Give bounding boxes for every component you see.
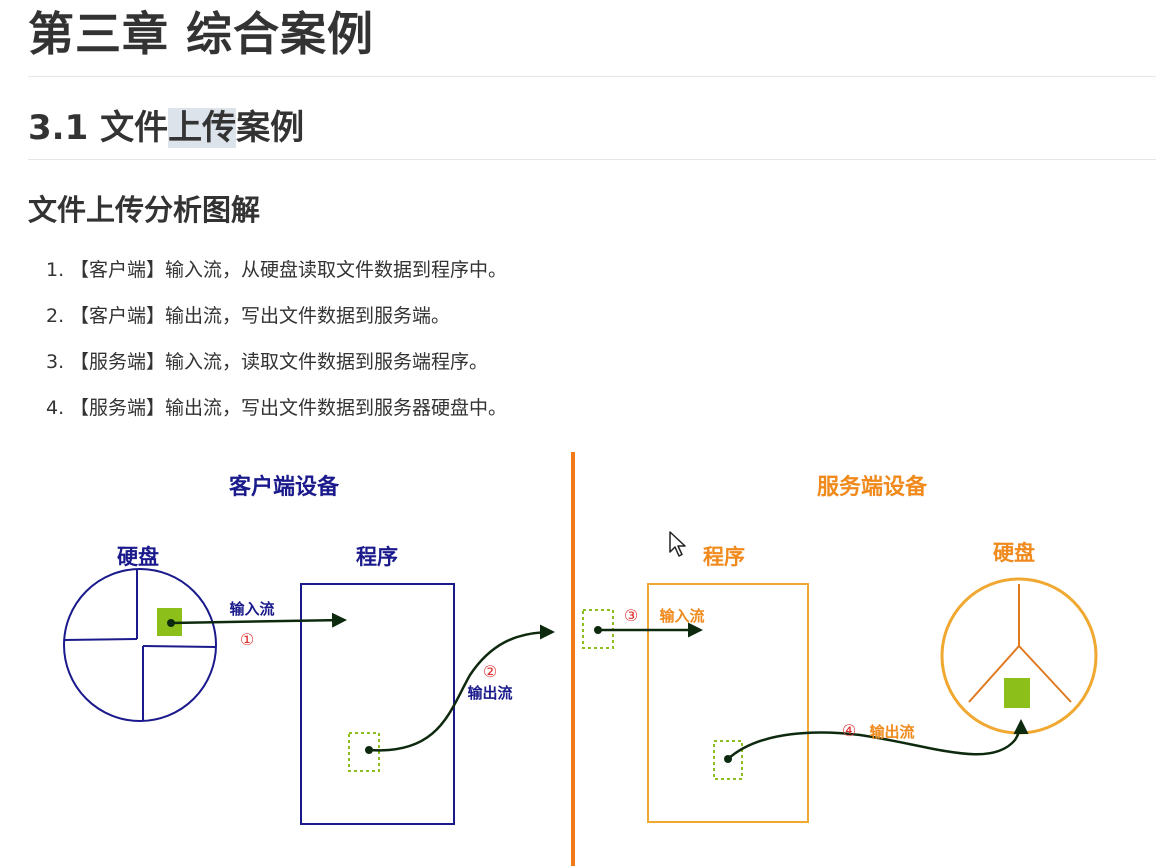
client-disk-label: 硬盘 [117,545,159,569]
upload-diagram: 客户端设备 服务端设备 硬盘 程序 输入流 ① ② 输出流 程序 ③ 输入流 [63,452,1098,866]
subsection-title: 文件上传分析图解 [28,193,261,227]
client-program-file-slot [348,732,380,772]
flow3-marker: ③ [624,606,638,625]
client-program-label: 程序 [356,545,398,569]
server-program-box [647,583,809,823]
flow3-label: 输入流 [659,607,704,625]
step-number: 4. [46,397,65,419]
client-disk-sector-line [142,645,217,648]
section-title-pre: 文件 [100,108,169,148]
flow4-marker: ④ [842,721,856,740]
flow2-label: 输出流 [467,684,512,702]
step-text: 【服务端】输出流，写出文件数据到服务器硬盘中。 [70,397,508,419]
step-number: 3. [46,351,65,373]
section-title-highlight: 上传 [168,108,237,148]
server-disk-label: 硬盘 [993,541,1035,565]
client-disk-sector-line [63,638,138,641]
section-divider [28,159,1156,160]
step-item: 3.【服务端】输入流，读取文件数据到服务端程序。 [46,342,488,382]
step-item: 4.【服务端】输出流，写出文件数据到服务器硬盘中。 [46,388,507,428]
flow2-arrow [368,624,555,752]
section-number: 3.1 [28,108,89,148]
section-title-post: 案例 [236,108,305,148]
server-disk-sector-line [968,645,1020,703]
server-disk-file [1004,678,1030,708]
step-item: 2.【客户端】输出流，写出文件数据到服务端。 [46,296,450,336]
flow4-label: 输出流 [869,723,914,741]
chapter-title: 第三章 综合案例 [28,7,375,61]
flow1-arrow [170,612,347,628]
step-number: 2. [46,305,65,327]
flow2-marker: ② [483,662,497,681]
flow1-label: 输入流 [229,600,274,618]
step-number: 1. [46,259,65,281]
client-device-title: 客户端设备 [229,474,340,500]
client-disk [63,568,217,722]
step-text: 【客户端】输入流，从硬盘读取文件数据到程序中。 [70,259,508,281]
heading-divider [28,76,1156,77]
cursor-pointer-icon [669,531,686,557]
step-item: 1.【客户端】输入流，从硬盘读取文件数据到程序中。 [46,250,507,290]
section-title: 3.1 文件上传案例 [28,102,304,154]
server-program-file-slot [713,740,743,780]
flow1-marker: ① [240,630,254,649]
server-disk-sector-line [1018,645,1072,703]
step-text: 【客户端】输出流，写出文件数据到服务端。 [70,305,451,327]
flow4-arrow [727,719,1029,760]
step-text: 【服务端】输入流，读取文件数据到服务端程序。 [70,351,489,373]
server-program-label: 程序 [703,545,745,569]
server-device-title: 服务端设备 [817,474,928,500]
